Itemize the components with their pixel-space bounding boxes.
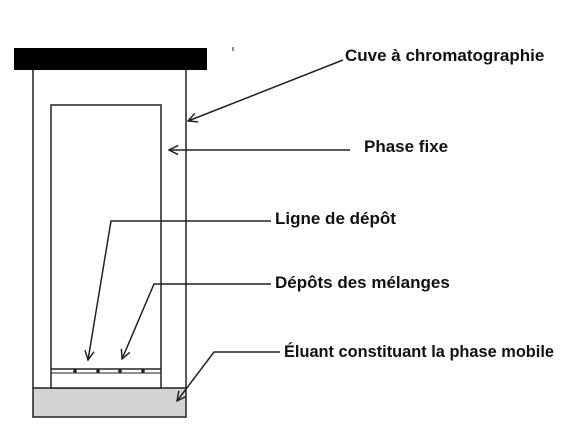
label-deposit-line: Ligne de dépôt bbox=[275, 209, 396, 228]
label-eluent: Éluant constituant la phase mobile bbox=[284, 342, 554, 361]
deposit-spot bbox=[96, 369, 100, 373]
label-stationary-phase: Phase fixe bbox=[364, 137, 448, 156]
label-tank: Cuve à chromatographie bbox=[345, 46, 544, 65]
eluent-layer bbox=[32, 387, 187, 418]
deposit-line-arrow bbox=[88, 220, 271, 360]
label-mixture-deposits: Dépôts des mélanges bbox=[275, 273, 450, 292]
tank-arrow bbox=[188, 59, 344, 121]
deposit-spot bbox=[73, 369, 77, 373]
deposit-spot bbox=[118, 369, 122, 373]
tank-lid bbox=[14, 48, 207, 70]
eluent-arrow bbox=[177, 351, 280, 401]
stationary-phase-plate bbox=[50, 104, 162, 389]
deposit-spot bbox=[141, 369, 145, 373]
mixture-deposits-arrow bbox=[122, 283, 271, 359]
